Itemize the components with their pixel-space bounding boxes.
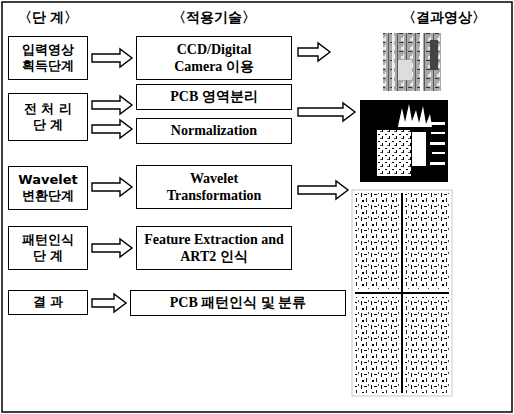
text-stack: Feature Extraction and ART2 인식 — [144, 231, 284, 266]
hollow-arrow — [92, 178, 132, 196]
hollow-arrow — [298, 43, 330, 61]
hollow-arrow — [92, 239, 132, 257]
box-text: CCD/Digital Camera 이용 — [159, 41, 269, 76]
result-image-wavelet — [352, 190, 452, 396]
text-stack: 입력영상 획득단계 — [17, 42, 79, 75]
technique-box: PCB 영역분리 — [136, 84, 292, 110]
box-text: Wavelet 변환단계 — [17, 172, 79, 205]
technique-box: Normalization — [136, 118, 292, 144]
text-stack: Wavelet Transformation — [154, 170, 274, 205]
technique-box: Wavelet Transformation — [136, 165, 292, 209]
box-text: Wavelet Transformation — [154, 170, 274, 205]
stage-box: 전 처 리 단 계 — [8, 93, 88, 141]
text-stack: Wavelet 변환단계 — [17, 172, 79, 205]
box-text: 결 과 — [33, 294, 64, 310]
result-image-capture — [383, 33, 441, 91]
technique-box: CCD/Digital Camera 이용 — [136, 36, 292, 80]
text-stack: 전 처 리 단 계 — [17, 101, 79, 134]
box-text: PCB 패턴인식 및 분류 — [170, 294, 307, 312]
stage-box: Wavelet 변환단계 — [8, 166, 88, 210]
text-stack: PCB 영역분리 — [170, 88, 258, 106]
box-text: 패턴인식 단 계 — [17, 232, 79, 265]
box-text: 입력영상 획득단계 — [17, 42, 79, 75]
hollow-arrow — [298, 181, 348, 199]
stage-box: 결 과 — [8, 290, 88, 315]
hollow-arrow — [92, 96, 132, 114]
box-text: PCB 영역분리 — [170, 88, 258, 106]
box-text: Feature Extraction and ART2 인식 — [144, 231, 284, 266]
text-stack: PCB 패턴인식 및 분류 — [170, 294, 307, 312]
hollow-arrow — [92, 294, 126, 312]
hollow-arrow — [92, 120, 132, 138]
hollow-arrow — [92, 49, 132, 67]
hollow-arrow — [298, 103, 355, 121]
box-text: 전 처 리 단 계 — [17, 101, 79, 134]
column-header: 〈단 계〉 — [18, 9, 79, 27]
column-header: 〈적용기술〉 — [172, 9, 256, 27]
result-image-preprocessed — [360, 100, 448, 182]
text-stack: CCD/Digital Camera 이용 — [159, 41, 269, 76]
technique-box: Feature Extraction and ART2 인식 — [136, 226, 292, 270]
result-box: PCB 패턴인식 및 분류 — [130, 290, 346, 316]
text-stack: 패턴인식 단 계 — [17, 232, 79, 265]
text-stack: Normalization — [171, 122, 257, 140]
text-stack: 결 과 — [33, 294, 64, 310]
column-header: 〈결과영상〉 — [402, 9, 486, 27]
stage-box: 패턴인식 단 계 — [8, 226, 88, 270]
stage-box: 입력영상 획득단계 — [8, 36, 88, 80]
box-text: Normalization — [171, 122, 257, 140]
